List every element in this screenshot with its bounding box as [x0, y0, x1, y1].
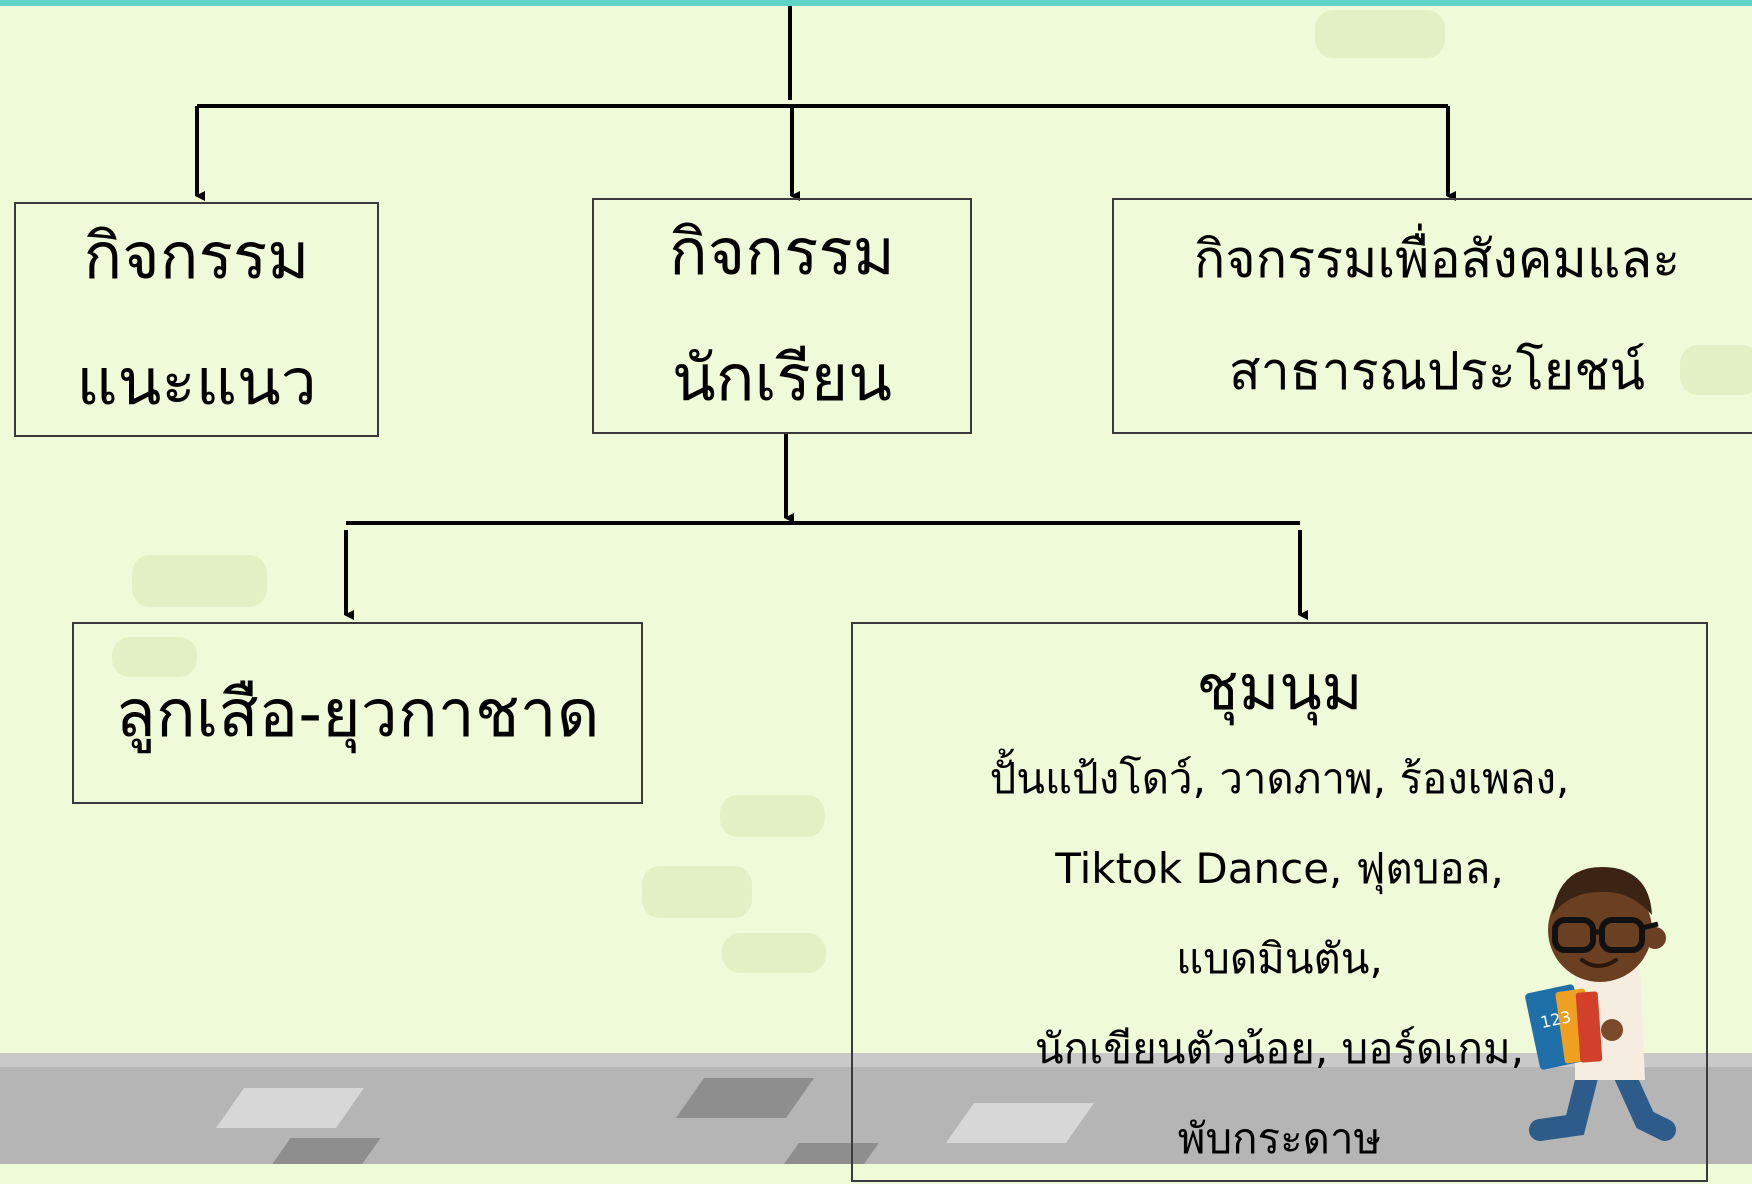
scouts-label: ลูกเสือ-ยุวกาชาด: [115, 674, 600, 752]
social-activity-box: กิจกรรมเพื่อสังคมและ สาธารณประโยชน์: [1112, 198, 1752, 434]
background-brick: [1315, 10, 1445, 58]
student-line-1: กิจกรรม: [669, 216, 895, 290]
social-line-2: สาธารณประโยชน์: [1228, 342, 1646, 402]
guidance-activity-box: กิจกรรม แนะแนว: [14, 202, 379, 437]
clubs-list-line: ปั้นแป้งโดว์, วาดภาพ, ร้องเพลง,: [989, 754, 1570, 803]
social-line-1: กิจกรรมเพื่อสังคมและ: [1193, 230, 1681, 290]
background-brick: [720, 795, 825, 837]
boy-with-glasses-holding-books-icon: 123: [1525, 866, 1676, 1141]
student-line-2: นักเรียน: [672, 342, 892, 416]
background-brick: [722, 933, 826, 973]
clubs-list-line: พับกระดาษ: [1177, 1114, 1382, 1163]
clubs-list-line: แบดมินตัน,: [1176, 934, 1383, 983]
top-accent-band: [0, 0, 1752, 6]
guidance-line-2: แนะแนว: [76, 345, 317, 420]
floor: [0, 1053, 1752, 1164]
background-brick: [132, 555, 267, 607]
guidance-line-1: กิจกรรม: [83, 219, 310, 294]
background-brick: [642, 866, 752, 918]
clubs-list-line: Tiktok Dance, ฟุตบอล,: [1055, 844, 1504, 893]
background-brick: [1680, 345, 1752, 395]
clubs-box: ชุมนุม ปั้นแป้งโดว์, วาดภาพ, ร้องเพลง, T…: [851, 622, 1708, 1182]
background-brick: [112, 637, 197, 677]
clubs-title: ชุมนุม: [1196, 651, 1363, 724]
student-activity-box: กิจกรรม นักเรียน: [592, 198, 972, 434]
scouts-box: ลูกเสือ-ยุวกาชาด: [72, 622, 643, 804]
floor-edge: [0, 1053, 1752, 1067]
clubs-list-line: นักเขียนตัวน้อย, บอร์ดเกม,: [1034, 1024, 1525, 1073]
